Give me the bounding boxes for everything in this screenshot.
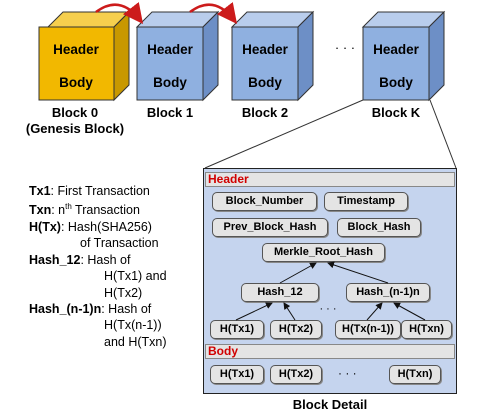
prev-block-hash-field: Prev_Block_Hash [212,218,328,237]
detail-body-band [205,344,455,359]
timestamp-field: Timestamp [324,192,408,211]
hash-n1n-node: Hash_(n-1)n [346,283,430,302]
tree-ellipsis: · · · [319,303,336,315]
chain-arrow-0-1 [95,2,144,24]
leaf-htx1: H(Tx1) [210,320,264,339]
block-1-label: Block 1 [146,105,194,120]
block-1-header: Header [147,42,194,57]
legend-hash12-cont: H(Tx1) and [104,269,167,284]
chain-ellipsis: · · · [335,40,355,55]
legend-hashn-cont2: and H(Txn) [104,334,167,349]
legend-hashn: Hash_(n-1)n: Hash of [29,302,152,316]
legend-htx: H(Tx): Hash(SHA256) [29,219,152,234]
block-k-label: Block K [371,105,421,120]
block-0-body: Body [59,75,93,90]
block-2-body: Body [248,75,282,90]
detail-body-label: Body [208,344,238,358]
block-number-field: Block_Number [212,192,317,211]
leaf-htxn: H(Txn) [401,320,452,339]
arrow-htx2-to-hash12 [283,302,296,321]
body-htx1: H(Tx1) [210,365,264,384]
block-2-label: Block 2 [241,105,289,120]
arrow-htx1-to-hash12 [235,302,273,321]
block-k-cube: Header Body [361,10,446,102]
arrow-hashn-to-root [327,261,389,284]
legend-hash12: Hash_12: Hash of [29,252,131,267]
arrow-htxn-to-hashn [393,302,426,321]
body-htx2: H(Tx2) [270,365,322,384]
zoom-line-right [429,99,457,169]
legend-hash12-cont2: H(Tx2) [104,285,143,300]
zoom-line-left [204,99,364,169]
block-0-cube: Header Body [38,10,131,102]
block-0-sublabel: (Genesis Block) [25,121,125,136]
body-ellipsis: · · · [338,366,357,380]
block-detail-caption: Block Detail [292,397,368,412]
block-chain: Header Body Header Body Header Body Head… [38,2,457,169]
block-1-body: Body [153,75,187,90]
detail-header-band [205,172,455,187]
chain-arrow-1-2 [189,2,238,24]
block-hash-field: Block_Hash [337,218,421,237]
detail-header-label: Header [208,172,249,186]
block-0-label: Block 0 [51,105,99,120]
legend-txn: Txn: nth Transaction [29,202,140,218]
legend-htx-cont: of Transaction [80,236,159,251]
legend: Tx1: First Transaction Txn: nth Transact… [29,183,167,350]
block-0-header: Header [53,42,100,57]
arrow-hash12-to-root [279,262,317,284]
arrow-htxn1-to-hashn [366,302,383,321]
legend-hashn-cont: H(Tx(n-1)) [104,318,162,333]
block-k-body: Body [379,75,413,90]
leaf-htx2: H(Tx2) [270,320,322,339]
leaf-htxn-1: H(Tx(n-1)) [335,320,401,339]
hash-12-node: Hash_12 [241,283,319,302]
block-1-cube: Header Body [135,10,220,102]
merkle-root-hash: Merkle_Root_Hash [262,243,385,262]
legend-tx1: Tx1: First Transaction [29,184,150,198]
block-2-cube: Header Body [230,10,315,102]
block-2-header: Header [242,42,289,57]
block-k-header: Header [373,42,420,57]
body-htxn: H(Txn) [389,365,441,384]
